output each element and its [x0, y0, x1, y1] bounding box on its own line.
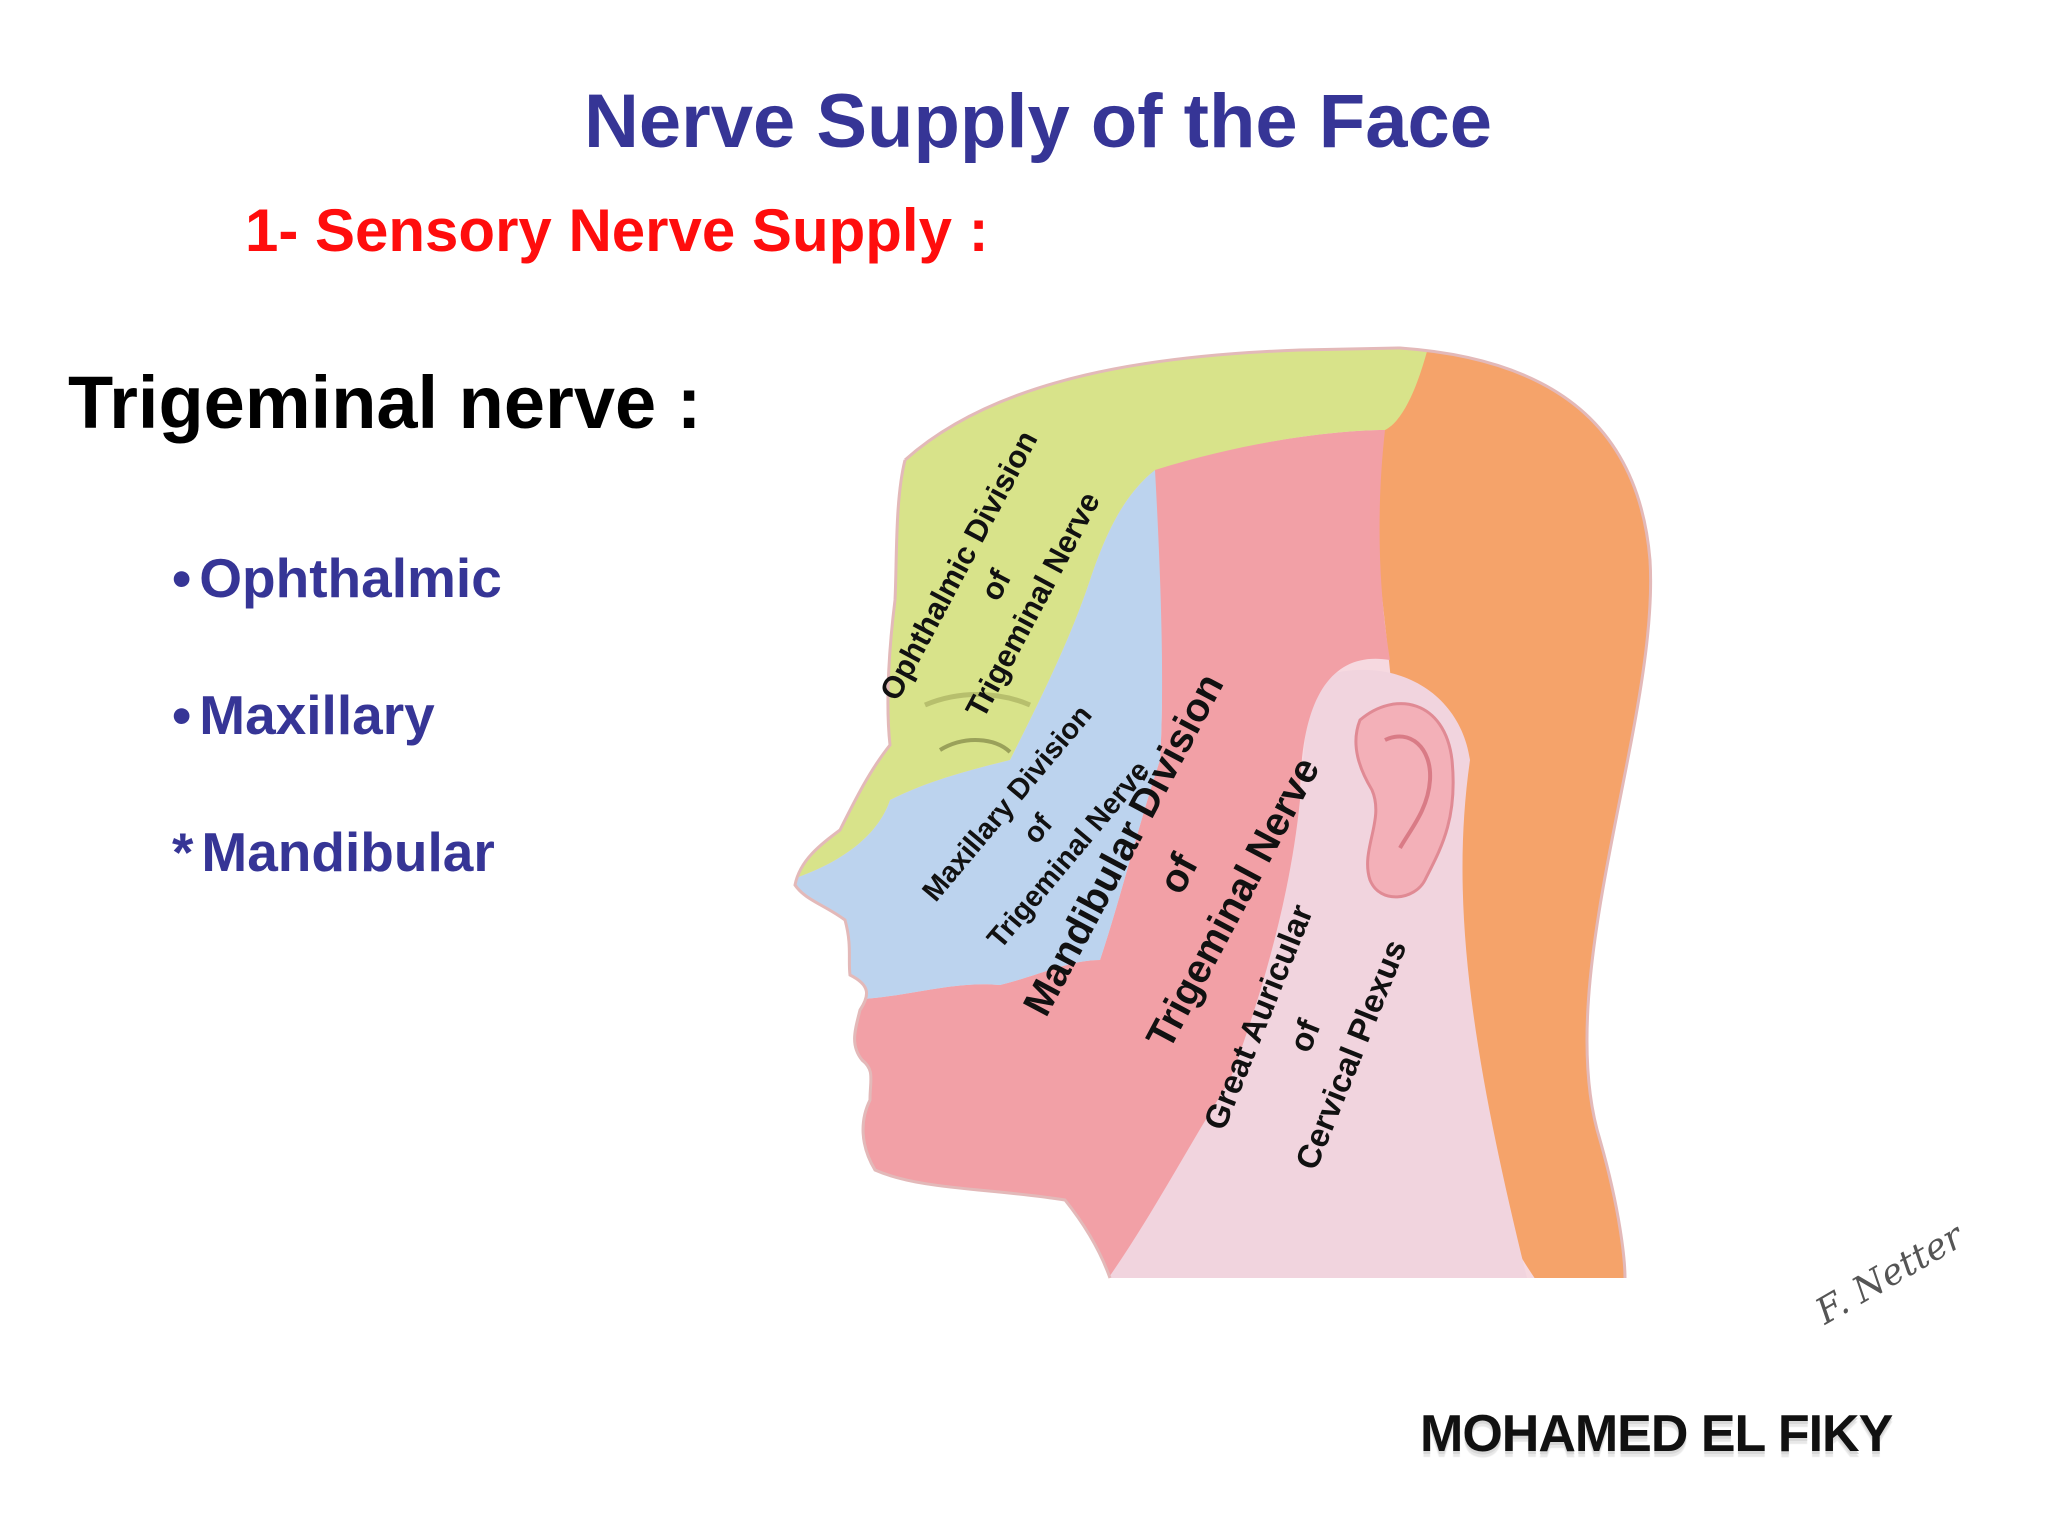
branch-label: Ophthalmic	[199, 547, 502, 609]
bullet-marker: *	[172, 821, 194, 883]
branch-maxillary: •Maxillary	[172, 683, 435, 747]
trigeminal-heading: Trigeminal nerve :	[68, 361, 702, 444]
ear-illustration	[1354, 702, 1455, 899]
branch-label: Maxillary	[199, 684, 435, 746]
netter-signature: F. Netter	[1808, 1215, 1972, 1333]
region-mandibular	[840, 430, 1390, 1278]
slide-subtitle: 1- Sensory Nerve Supply :	[245, 197, 989, 264]
slide-title: Nerve Supply of the Face	[583, 79, 1493, 164]
region-ophthalmic	[795, 348, 1430, 880]
branch-mandibular: *Mandibular	[172, 820, 495, 884]
branch-ophthalmic: •Ophthalmic	[172, 546, 502, 610]
region-maxillary	[795, 470, 1163, 1000]
dermatome-regions	[795, 348, 1651, 1278]
branch-label: Mandibular	[201, 821, 495, 883]
bullet-marker: •	[172, 547, 192, 609]
brow-illustration	[924, 692, 1031, 708]
bullet-marker: •	[172, 684, 192, 746]
eye-illustration	[938, 738, 1012, 754]
head-outline	[793, 346, 1653, 1279]
svg-text:F. Netter: F. Netter	[1808, 1215, 1972, 1333]
author-name: MOHAMED EL FIKY	[1420, 1405, 1893, 1463]
